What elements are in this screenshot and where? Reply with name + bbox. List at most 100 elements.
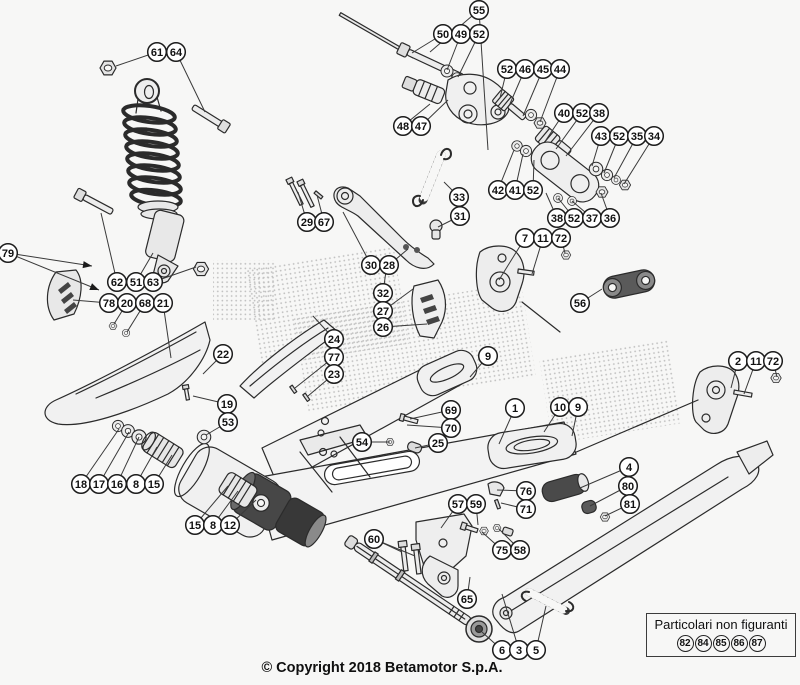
svg-text:50: 50 — [437, 29, 449, 41]
svg-text:32: 32 — [377, 288, 389, 300]
svg-text:11: 11 — [537, 233, 549, 245]
svg-text:2: 2 — [735, 356, 741, 368]
rear-axle — [344, 535, 472, 626]
callout-56: 56 — [569, 292, 591, 314]
callout-8: 8 — [202, 514, 224, 536]
svg-text:59: 59 — [470, 499, 482, 511]
svg-text:22: 22 — [217, 349, 229, 361]
svg-text:31: 31 — [454, 211, 466, 223]
legend-item-84: 84 — [694, 635, 712, 652]
callout-76: 76 — [515, 480, 537, 502]
shock-absorber — [121, 78, 185, 284]
svg-text:45: 45 — [537, 64, 549, 76]
legend-item-86: 86 — [730, 635, 748, 652]
callout-34: 34 — [643, 125, 665, 147]
callout-17: 17 — [88, 473, 110, 495]
svg-text:15: 15 — [148, 479, 160, 491]
svg-text:37: 37 — [586, 213, 598, 225]
svg-text:68: 68 — [139, 298, 151, 310]
callout-44: 44 — [549, 58, 571, 80]
callout-78: 78 — [98, 292, 120, 314]
svg-text:70: 70 — [445, 423, 457, 435]
side-stand — [492, 440, 774, 634]
bolt-60a — [397, 539, 409, 572]
svg-text:81: 81 — [624, 499, 636, 511]
svg-text:21: 21 — [157, 298, 169, 310]
bolt-59 — [459, 521, 479, 534]
svg-text:49: 49 — [455, 29, 467, 41]
callout-70: 70 — [440, 417, 462, 439]
callout-20: 20 — [116, 292, 138, 314]
callout-15: 15 — [143, 473, 165, 495]
svg-text:44: 44 — [554, 64, 567, 76]
callout-32: 32 — [372, 282, 394, 304]
callout-58: 58 — [509, 539, 531, 561]
callout-37: 37 — [581, 207, 603, 229]
svg-text:51: 51 — [130, 277, 142, 289]
callout-10: 10 — [549, 396, 571, 418]
callout-60: 60 — [363, 528, 385, 550]
svg-text:52: 52 — [473, 29, 485, 41]
svg-text:23: 23 — [328, 369, 340, 381]
bolt-62 — [73, 187, 114, 215]
callout-4: 4 — [618, 456, 640, 478]
spacer-25 — [406, 441, 423, 454]
svg-text:15: 15 — [189, 520, 201, 532]
callout-57: 57 — [447, 493, 469, 515]
callout-45: 45 — [532, 58, 554, 80]
svg-text:52: 52 — [501, 64, 513, 76]
svg-text:75: 75 — [496, 545, 508, 557]
legend-item-82: 82 — [676, 635, 694, 652]
callout-46: 46 — [514, 58, 536, 80]
svg-text:48: 48 — [397, 121, 409, 133]
callout-67: 67 — [313, 211, 335, 233]
svg-text:38: 38 — [551, 213, 563, 225]
callout-80: 80 — [617, 475, 639, 497]
callout-35: 35 — [626, 125, 648, 147]
svg-text:16: 16 — [111, 479, 123, 491]
svg-text:8: 8 — [210, 520, 216, 532]
callout-26: 26 — [372, 316, 394, 338]
callout-68: 68 — [134, 292, 156, 314]
svg-text:11: 11 — [750, 356, 762, 368]
svg-text:30: 30 — [365, 260, 377, 272]
callout-42: 42 — [487, 179, 509, 201]
svg-text:18: 18 — [75, 479, 87, 491]
callout-23: 23 — [323, 363, 345, 385]
bolt-69 — [398, 412, 419, 425]
svg-text:7: 7 — [522, 233, 528, 245]
callout-8: 8 — [125, 473, 147, 495]
callout-25: 25 — [427, 432, 449, 454]
svg-text:8: 8 — [133, 479, 139, 491]
callout-6: 6 — [491, 639, 513, 661]
callout-11: 11 — [532, 227, 554, 249]
stopper-4 — [541, 473, 590, 503]
vent-guard — [411, 279, 447, 339]
svg-text:77: 77 — [328, 352, 340, 364]
svg-text:65: 65 — [461, 594, 473, 606]
screw-77 — [289, 384, 298, 395]
screw-19 — [181, 383, 191, 401]
callout-75: 75 — [491, 539, 513, 561]
bolt-60b — [410, 542, 422, 575]
spacer-58 — [501, 526, 514, 537]
svg-text:9: 9 — [575, 402, 581, 414]
callout-50: 50 — [432, 23, 454, 45]
callout-41: 41 — [504, 179, 526, 201]
callout-64: 64 — [165, 41, 187, 63]
svg-text:25: 25 — [432, 438, 444, 450]
callout-52: 52 — [571, 102, 593, 124]
svg-text:55: 55 — [473, 5, 485, 17]
callout-1: 1 — [504, 397, 526, 419]
callout-31: 31 — [449, 205, 471, 227]
callout-59: 59 — [465, 493, 487, 515]
svg-text:1: 1 — [512, 403, 518, 415]
svg-text:10: 10 — [554, 402, 566, 414]
callout-65: 65 — [456, 588, 478, 610]
callout-51: 51 — [125, 271, 147, 293]
callout-29: 29 — [296, 211, 318, 233]
